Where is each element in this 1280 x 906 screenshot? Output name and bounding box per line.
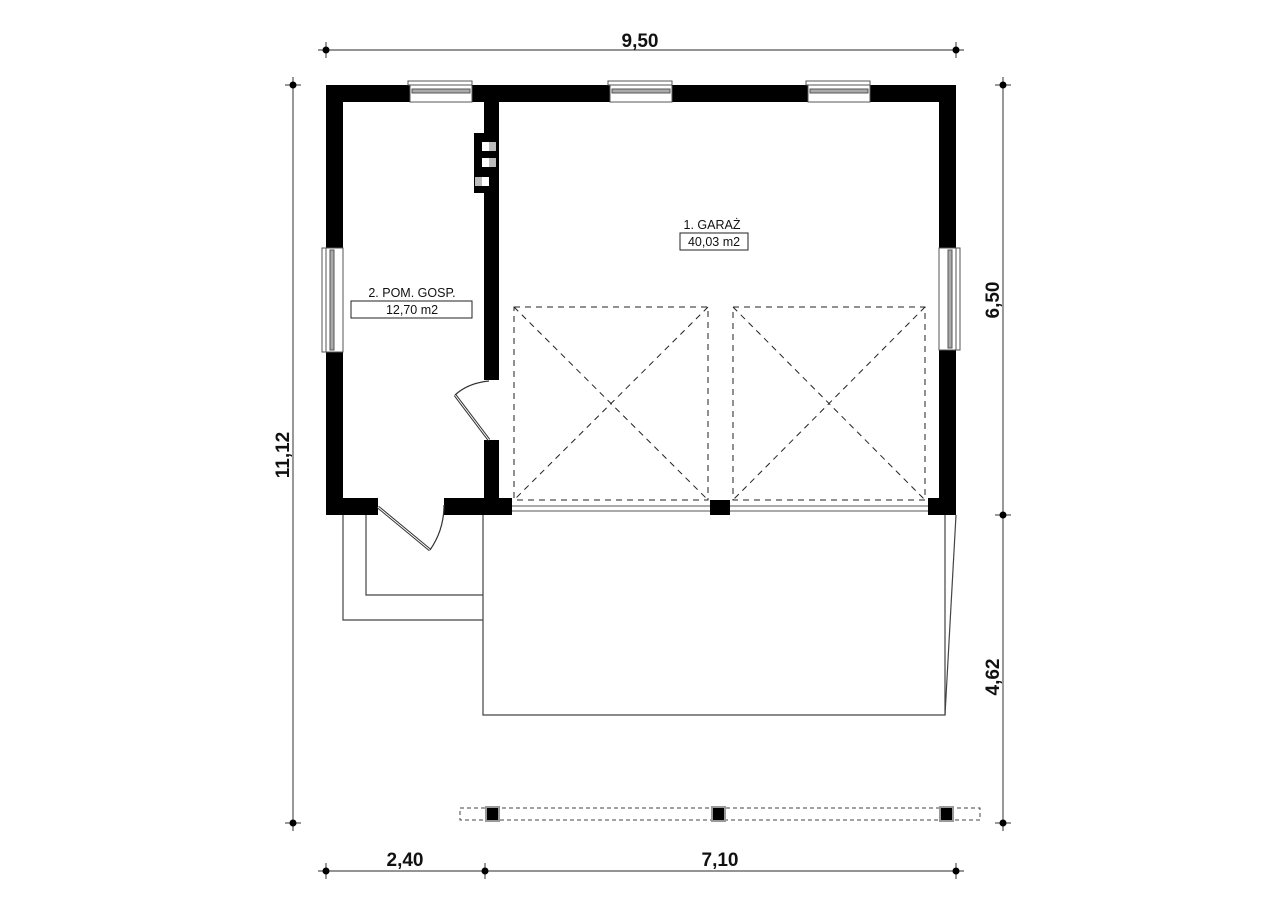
doors <box>377 380 928 552</box>
dimension-left: 11,12 <box>273 77 301 831</box>
room-label-utility: 2. POM. GOSP. 12,70 m2 <box>350 286 473 319</box>
room-area: 40,03 m2 <box>688 235 740 249</box>
carport-outline <box>482 514 957 716</box>
posts-row <box>459 806 981 822</box>
dimension-left-segment: 2,40 <box>387 850 424 871</box>
dimension-right: 6,50 4,62 <box>983 77 1011 831</box>
dimension-carport-depth: 4,62 <box>983 659 1004 696</box>
terrace-outline <box>342 515 483 621</box>
walls <box>326 85 956 515</box>
dimension-total-width: 9,50 <box>622 31 659 52</box>
room-label-garage: 1. GARAŻ 40,03 m2 <box>679 218 749 251</box>
dimension-right-segment: 7,10 <box>702 850 739 871</box>
chimney-vents <box>475 142 496 186</box>
dimension-bottom: 2,40 7,10 <box>318 850 964 879</box>
dimension-total-depth: 11,12 <box>273 432 294 479</box>
room-name: 2. POM. GOSP. <box>368 286 455 300</box>
room-area: 12,70 m2 <box>386 303 438 317</box>
room-name: 1. GARAŻ <box>684 218 741 232</box>
dimension-top: 9,50 <box>318 31 964 58</box>
parking-spaces <box>513 306 926 501</box>
windows <box>321 80 961 353</box>
dimension-building-depth: 6,50 <box>983 282 1004 319</box>
